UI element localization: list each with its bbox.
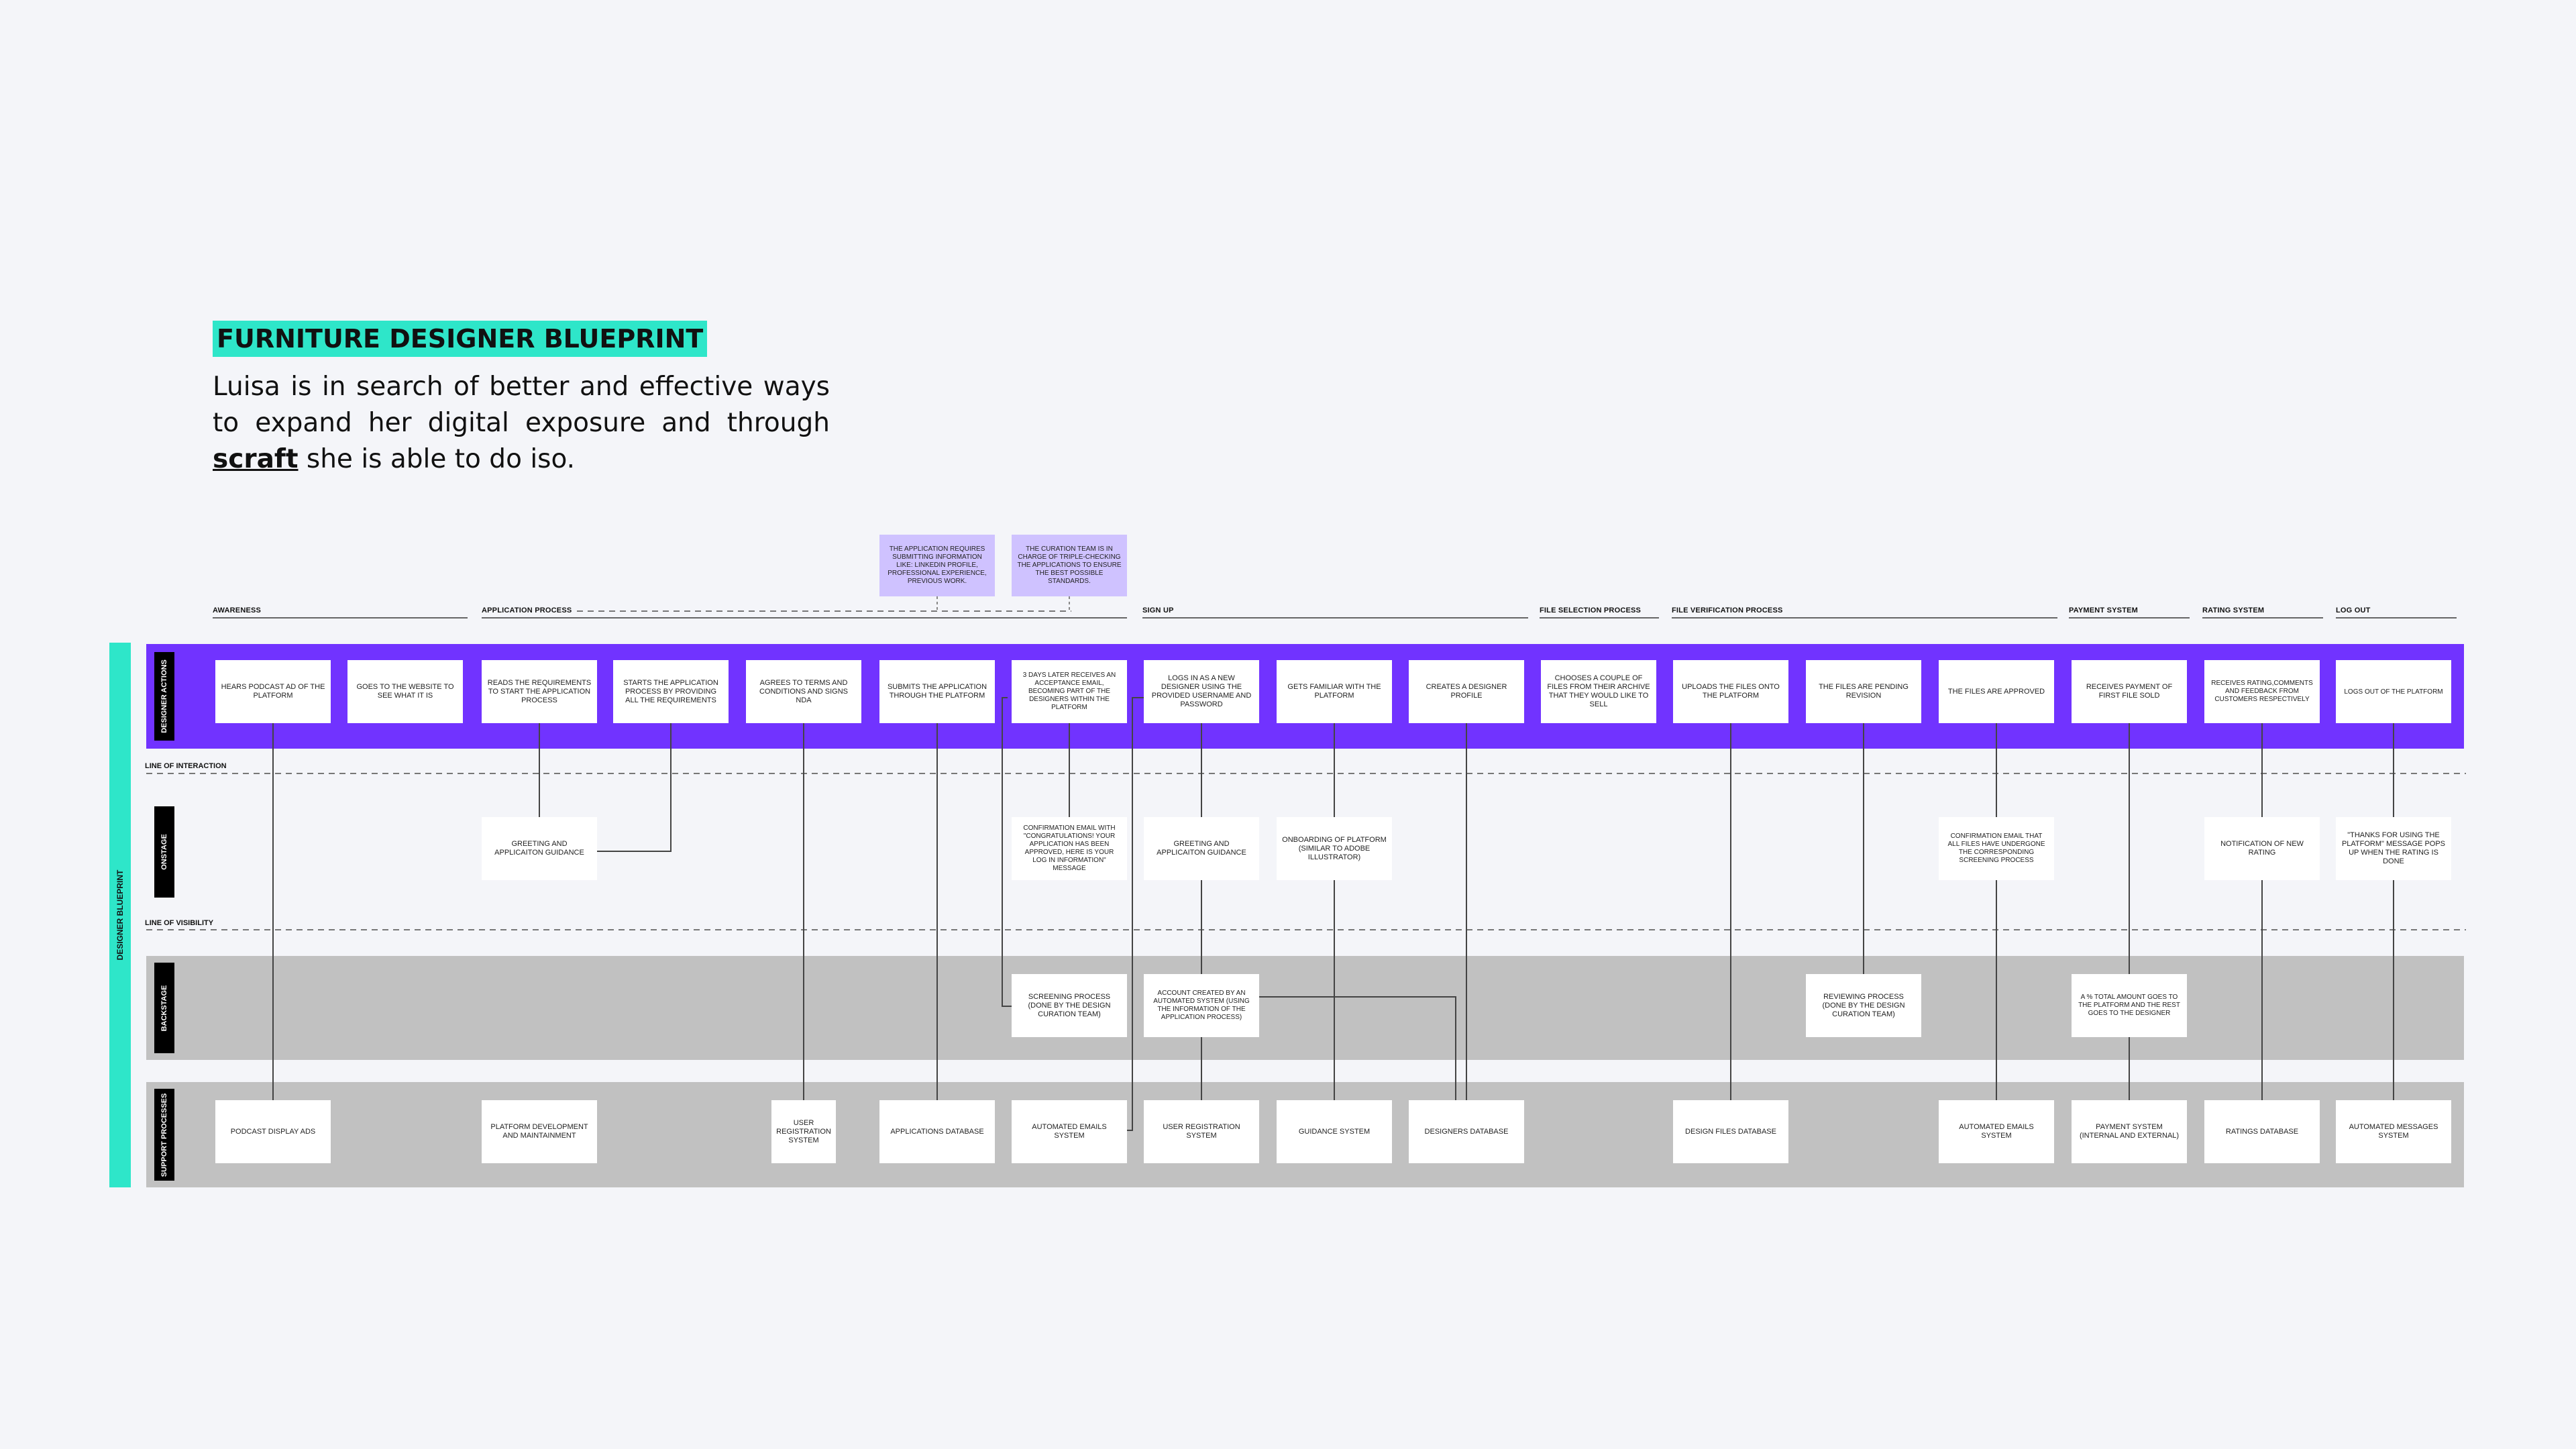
action-card: CREATES A DESIGNER PROFILE [1409, 660, 1524, 723]
line-of-interaction-label: LINE OF INTERACTION [145, 762, 227, 770]
action-card: STARTS THE APPLICATION PROCESS BY PROVID… [613, 660, 729, 723]
onstage-card: GREETING AND APPLICAITON GUIDANCE [1144, 817, 1259, 880]
connector-account-designers-db [1259, 996, 1456, 1100]
action-card: LOGS OUT OF THE PLATFORM [2336, 660, 2451, 723]
designer-blueprint-sidebar: DESIGNER BLUEPRINT [109, 643, 131, 1187]
action-card: 3 DAYS LATER RECEIVES AN ACCEPTANCE EMAI… [1012, 660, 1127, 723]
lane-tag-backstage: BACKSTAGE [154, 963, 174, 1053]
stage-file-selection: FILE SELECTION PROCESS [1540, 606, 1642, 614]
connector-screening-loop [1002, 697, 1012, 1007]
action-card: HEARS PODCAST AD OF THE PLATFORM [215, 660, 331, 723]
onstage-card: "THANKS FOR USING THE PLATFORM" MESSAGE … [2336, 817, 2451, 880]
action-card: THE FILES ARE APPROVED [1939, 660, 2054, 723]
backstage-card: SCREENING PROCESS (DONE BY THE DESIGN CU… [1012, 974, 1127, 1037]
lane-tag-support: SUPPORT PROCESSES [154, 1089, 174, 1181]
support-card: USER REGISTRATION SYSTEM [771, 1100, 836, 1163]
lane-tag-designer-actions: DESIGNER ACTIONS [154, 652, 174, 741]
stage-application-process: APPLICATION PROCESS [482, 606, 572, 614]
connector-emails-loop [1127, 697, 1145, 1131]
stage-line-awareness [213, 617, 468, 619]
action-card: GOES TO THE WEBSITE TO SEE WHAT IT IS [347, 660, 463, 723]
action-card: GETS FAMILIAR WITH THE PLATFORM [1277, 660, 1392, 723]
onstage-card: CONFIRMATION EMAIL WITH "CONGRATULATIONS… [1012, 817, 1127, 880]
backstage-card: A % TOTAL AMOUNT GOES TO THE PLATFORM AN… [2072, 974, 2187, 1037]
stage-sign-up: SIGN UP [1142, 606, 1174, 614]
subtitle-text-end: she is able to do iso. [298, 444, 576, 474]
action-card: UPLOADS THE FILES ONTO THE PLATFORM [1673, 660, 1788, 723]
support-card: PAYMENT SYSTEM (INTERNAL AND EXTERNAL) [2072, 1100, 2187, 1163]
support-card: DESIGN FILES DATABASE [1673, 1100, 1788, 1163]
onstage-card: ONBOARDING OF PLATFORM (SIMILAR TO ADOBE… [1277, 817, 1392, 880]
page-title: FURNITURE DESIGNER BLUEPRINT [213, 321, 708, 357]
brand-link[interactable]: scraft [213, 444, 299, 474]
backstage-card: ACCOUNT CREATED BY AN AUTOMATED SYSTEM (… [1144, 974, 1259, 1037]
page-subtitle: Luisa is in search of better and effecti… [213, 369, 830, 478]
support-card: GUIDANCE SYSTEM [1277, 1100, 1392, 1163]
support-card: USER REGISTRATION SYSTEM [1144, 1100, 1259, 1163]
note-application-requirements: THE APPLICATION REQUIRES SUBMITTING INFO… [879, 535, 995, 596]
stage-line-rating [2202, 617, 2323, 619]
connector-start-application [597, 723, 672, 852]
stage-line-log-out [2336, 617, 2457, 619]
support-card: AUTOMATED EMAILS SYSTEM [1939, 1100, 2054, 1163]
support-card: PODCAST DISPLAY ADS [215, 1100, 331, 1163]
support-card: PLATFORM DEVELOPMENT AND MAINTAINMENT [482, 1100, 597, 1163]
onstage-card: GREETING AND APPLICAITON GUIDANCE [482, 817, 597, 880]
line-of-visibility-label: LINE OF VISIBILITY [145, 919, 214, 927]
stage-line-file-verification [1672, 617, 2057, 619]
action-card: THE FILES ARE PENDING REVISION [1806, 660, 1921, 723]
onstage-card: NOTIFICATION OF NEW RATING [2204, 817, 2320, 880]
lane-tag-onstage: ONSTAGE [154, 806, 174, 898]
support-card: AUTOMATED MESSAGES SYSTEM [2336, 1100, 2451, 1163]
support-card: DESIGNERS DATABASE [1409, 1100, 1524, 1163]
action-card: READS THE REQUIREMENTS TO START THE APPL… [482, 660, 597, 723]
action-card: SUBMITS THE APPLICATION THROUGH THE PLAT… [879, 660, 995, 723]
backstage-card: REVIEWING PROCESS (DONE BY THE DESIGN CU… [1806, 974, 1921, 1037]
action-card: RECEIVES PAYMENT OF FIRST FILE SOLD [2072, 660, 2187, 723]
stage-awareness: AWARENESS [213, 606, 262, 614]
subtitle-text: Luisa is in search of better and effecti… [213, 372, 830, 438]
onstage-card: CONFIRMATION EMAIL THAT ALL FILES HAVE U… [1939, 817, 2054, 880]
action-card: AGREES TO TERMS AND CONDITIONS AND SIGNS… [746, 660, 861, 723]
stage-line-sign-up [1142, 617, 1528, 619]
support-card: AUTOMATED EMAILS SYSTEM [1012, 1100, 1127, 1163]
stage-line-application [482, 617, 1127, 619]
support-card: APPLICATIONS DATABASE [879, 1100, 995, 1163]
stage-line-file-selection [1540, 617, 1659, 619]
action-card: CHOOSES A COUPLE OF FILES FROM THEIR ARC… [1541, 660, 1656, 723]
stage-file-verification: FILE VERIFICATION PROCESS [1672, 606, 1783, 614]
stage-payment-system: PAYMENT SYSTEM [2069, 606, 2139, 614]
stage-rating-system: RATING SYSTEM [2202, 606, 2265, 614]
stage-line-payment [2069, 617, 2190, 619]
note-curation-team: THE CURATION TEAM IS IN CHARGE OF TRIPLE… [1012, 535, 1127, 596]
support-card: RATINGS DATABASE [2204, 1100, 2320, 1163]
action-card: RECEIVES RATING,COMMENTS AND FEEDBACK FR… [2204, 660, 2320, 723]
action-card: LOGS IN AS A NEW DESIGNER USING THE PROV… [1144, 660, 1259, 723]
stage-log-out: LOG OUT [2336, 606, 2371, 614]
